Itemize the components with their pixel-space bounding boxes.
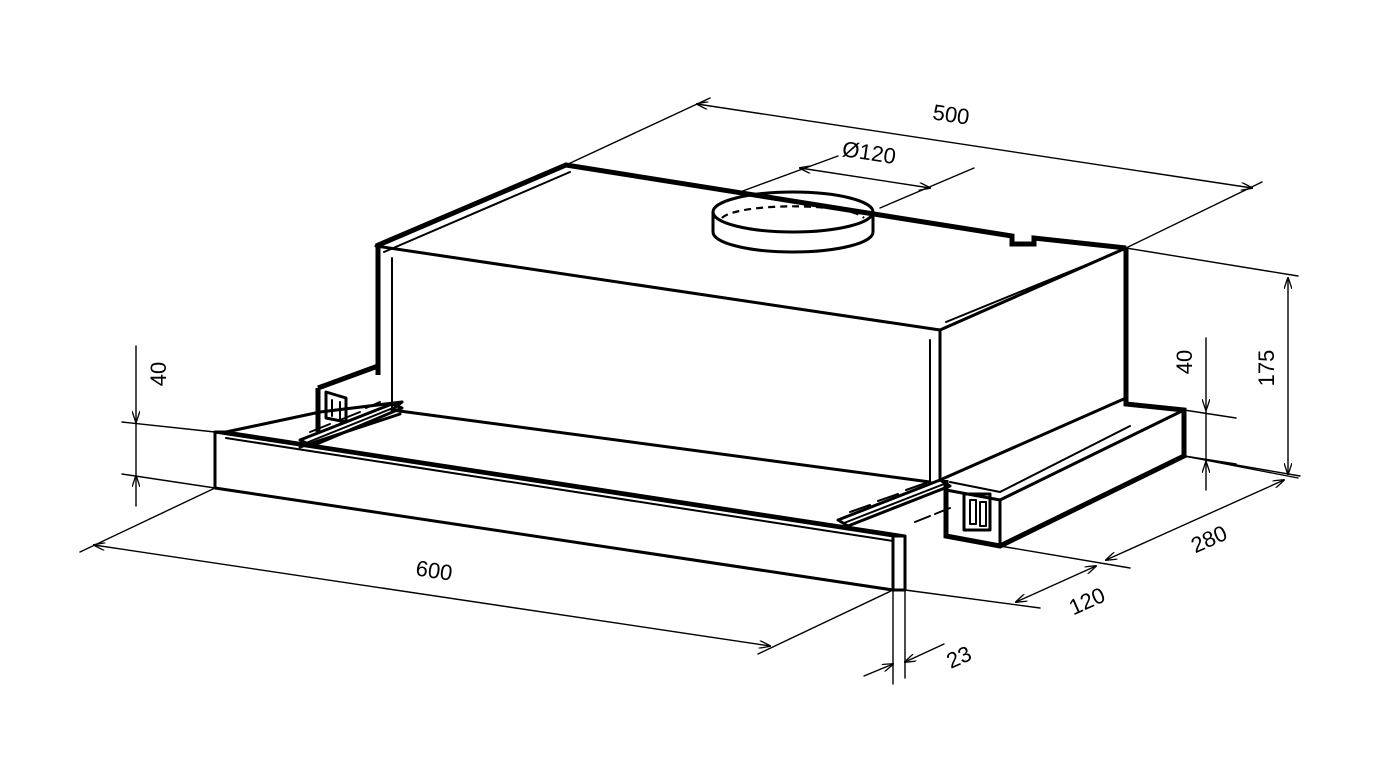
drawer-top-inner xyxy=(224,400,404,434)
label-height-total: 175 xyxy=(1254,350,1279,387)
label-duct-diameter: Ø120 xyxy=(841,136,898,169)
dim-height-total: 175 xyxy=(1125,247,1299,479)
label-drawer-height-right: 40 xyxy=(1172,350,1197,374)
label-panel-thickness: 23 xyxy=(943,641,976,674)
drawer-front-panel xyxy=(213,430,907,592)
left-rail xyxy=(298,401,404,448)
label-depth-bottom: 280 xyxy=(1187,520,1231,558)
sliding-drawer xyxy=(213,363,1187,592)
hood-body xyxy=(374,162,1129,484)
dim-panel-thickness: 23 xyxy=(863,589,976,685)
drawer-front-top-bevel xyxy=(225,437,894,542)
dim-drawer-height-left: 40 xyxy=(121,345,216,507)
left-bracket xyxy=(315,363,379,432)
right-side-box xyxy=(943,398,1187,549)
dim-width: 600 xyxy=(79,487,894,655)
top-bevel-left xyxy=(383,171,571,253)
label-side-depth: 120 xyxy=(1065,582,1109,620)
label-drawer-height-left: 40 xyxy=(146,362,171,386)
label-width: 600 xyxy=(414,555,454,585)
right-rail xyxy=(836,478,952,528)
dim-depth-top: 500 xyxy=(565,97,1263,249)
label-depth-top: 500 xyxy=(931,99,971,129)
top-bevel-right xyxy=(945,251,1119,323)
dim-side-depth: 120 xyxy=(904,566,1109,620)
top-panel-front-edge xyxy=(374,244,1128,332)
duct-collar xyxy=(711,190,875,254)
side-face-bottom-edge xyxy=(938,396,1128,482)
